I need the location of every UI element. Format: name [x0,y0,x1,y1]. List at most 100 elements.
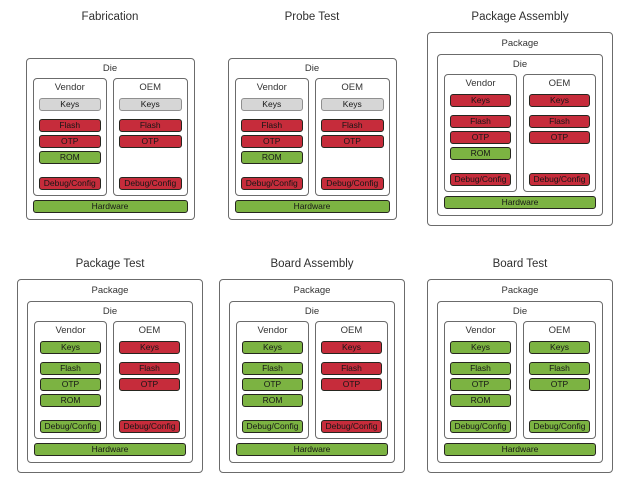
chip-keys: Keys [450,341,511,354]
chip-keys: Keys [529,341,590,354]
chip-keys: Keys [119,341,180,354]
chip-otp: OTP [38,135,101,148]
chip-otp: OTP [529,131,590,144]
stage-title: Board Assembly [270,258,354,270]
chip-debug-config: Debug/Config [38,177,101,190]
chip-rom: ROM [242,394,303,407]
chip-flash: Flash [529,115,590,128]
chip-flash: Flash [119,119,182,132]
stage-title: Fabrication [81,11,139,23]
chip-otp: OTP [450,378,511,391]
chip-flash: Flash [242,362,303,375]
hardware-bar: Hardware [444,196,596,209]
chip-debug-config: Debug/Config [242,420,303,433]
chip-keys: Keys [38,98,101,111]
chip-keys: Keys [529,94,590,107]
die-label: Die [304,63,320,74]
die-label: Die [512,59,528,70]
chip-rom: ROM [38,151,101,164]
column-label: OEM [548,78,571,89]
stage-title: Package Assembly [471,11,569,23]
hardware-bar: Hardware [32,200,188,213]
chip-keys: Keys [119,98,182,111]
chip-flash: Flash [321,119,384,132]
chip-keys: Keys [321,341,382,354]
chip-otp: OTP [240,135,303,148]
column-label: OEM [341,82,364,93]
column-label: Vendor [465,325,496,336]
package-label: Package [91,285,129,296]
chip-flash: Flash [240,119,303,132]
chip-rom: ROM [450,394,511,407]
chip-rom: ROM [240,151,303,164]
hardware-bar: Hardware [236,443,388,456]
chip-debug-config: Debug/Config [40,420,101,433]
chip-debug-config: Debug/Config [450,420,511,433]
column-label: OEM [548,325,571,336]
chip-otp: OTP [529,378,590,391]
package-label: Package [293,285,331,296]
column-label: Vendor [55,325,86,336]
chip-flash: Flash [529,362,590,375]
package-label: Package [501,38,539,49]
stage-cell: Package Assembly Package Die Vendor Keys… [416,0,624,242]
chip-otp: OTP [119,135,182,148]
chip-debug-config: Debug/Config [240,177,303,190]
package-label: Package [501,285,539,296]
chip-rom: ROM [40,394,101,407]
chip-otp: OTP [119,378,180,391]
chip-otp: OTP [321,378,382,391]
chip-otp: OTP [321,135,384,148]
chip-otp: OTP [242,378,303,391]
column-label: Vendor [257,325,288,336]
chip-flash: Flash [38,119,101,132]
column-label: Vendor [54,82,85,93]
hardware-bar: Hardware [444,443,596,456]
die-label: Die [102,306,118,317]
stage-title: Package Test [75,258,145,270]
chip-debug-config: Debug/Config [119,177,182,190]
chip-keys: Keys [242,341,303,354]
stage-title: Probe Test [284,11,340,23]
column-label: OEM [340,325,363,336]
chip-rom: ROM [450,147,511,160]
chip-debug-config: Debug/Config [119,420,180,433]
stage-title: Board Test [492,258,548,270]
hardware-bar: Hardware [234,200,390,213]
die-label: Die [102,63,118,74]
column-label: Vendor [256,82,287,93]
column-label: OEM [138,325,161,336]
die-label: Die [512,306,528,317]
chip-keys: Keys [40,341,101,354]
hardware-bar: Hardware [34,443,186,456]
chip-debug-config: Debug/Config [450,173,511,186]
chip-keys: Keys [240,98,303,111]
chip-debug-config: Debug/Config [321,420,382,433]
